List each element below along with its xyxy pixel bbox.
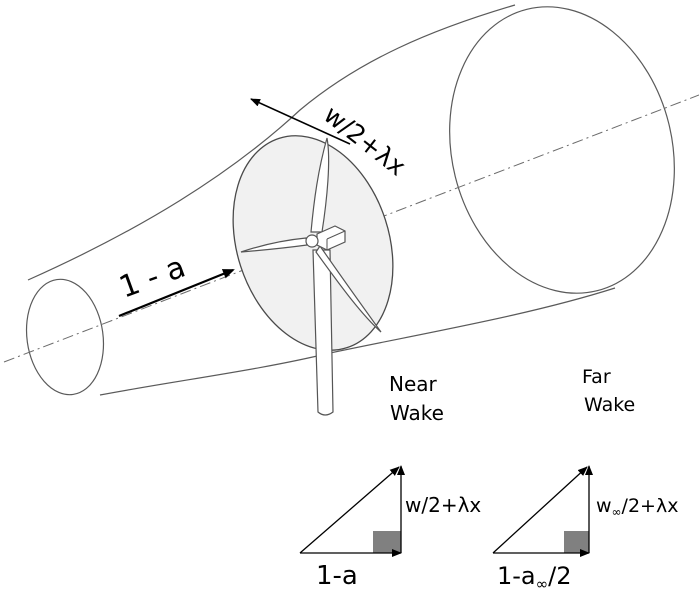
- near-right-angle-marker: [373, 531, 401, 553]
- nacelle-edge: [326, 230, 346, 240]
- inflow-label: 1 - a: [115, 250, 190, 306]
- blade-upper: [310, 137, 330, 233]
- stream-tube: [25, 4, 675, 396]
- inflow-arrow: [118, 268, 235, 318]
- near-tangential-label: w/2+λx: [405, 493, 481, 517]
- inlet-ellipse: [25, 278, 105, 396]
- stream-tube-upper-edge: [27, 4, 516, 281]
- outlet-ellipse: [449, 6, 675, 294]
- blade-right: [315, 244, 382, 333]
- far-tangential-label: w∞/2+λx: [596, 495, 678, 519]
- far-wake-label-line2: Wake: [584, 394, 635, 416]
- near-wake-label-line1: Near: [389, 372, 438, 396]
- near-velocity-triangle: w/2+λx 1-a: [299, 465, 481, 591]
- far-right-angle-marker: [564, 531, 589, 553]
- tower: [312, 249, 334, 416]
- tangential-arrow: [250, 98, 351, 145]
- blade-left: [240, 237, 308, 253]
- near-resultant-arrow: [299, 466, 400, 554]
- far-resultant-arrow: [492, 466, 588, 554]
- hub: [305, 234, 319, 248]
- near-wake-label-line2: Wake: [390, 401, 444, 425]
- far-velocity-triangle: w∞/2+λx 1-a∞/2: [492, 465, 678, 593]
- near-axial-label: 1-a: [316, 561, 358, 590]
- rotor-blades: [240, 137, 382, 333]
- far-wake-label-line1: Far: [582, 366, 611, 388]
- far-axial-label: 1-a∞/2: [497, 562, 572, 590]
